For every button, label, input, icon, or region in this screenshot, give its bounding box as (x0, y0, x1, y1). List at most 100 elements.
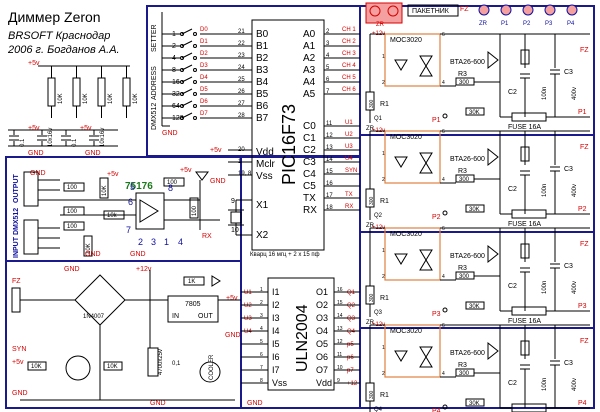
channel-2-pin1: 1 (382, 151, 385, 157)
dmx-pin-3: 2 (138, 237, 143, 247)
regulator-out: OUT (198, 313, 214, 320)
setter-resistor-3: 10K (133, 93, 139, 104)
mcu-d-label-6: D6 (200, 99, 208, 105)
regulator-in: IN (172, 313, 179, 320)
mcu-vdd-label: +5v (210, 147, 222, 154)
channel-3-r3: R3 (458, 265, 467, 272)
uln-in-pin-1: I2 (272, 300, 280, 310)
channel-3-fuse: FUSE 16A (508, 318, 541, 325)
mcu-u-label-6: TX (345, 192, 353, 198)
author-line-2: 2006 г. Богданов А.А. (7, 44, 120, 56)
mcu-right-pinnum-11: 16 (326, 181, 333, 187)
mcu-right-pin-3: A3 (303, 65, 316, 76)
channel-3-q: Q3 (374, 310, 383, 316)
channel-4-opto: MOC3020 (390, 328, 422, 335)
mcu-pin-10: 10 (231, 227, 239, 234)
mcu-left-pin-3: B3 (256, 65, 269, 76)
uln-out-num-2: 14 (337, 313, 343, 319)
power-12v: +12v (136, 266, 152, 273)
mcu-ch-label-4: CH 5 (342, 75, 356, 81)
channel-3-pin6: 6 (442, 226, 445, 232)
channel-1-triac: BTA26-600 (450, 59, 485, 66)
mcu-left-pin-2: B2 (256, 53, 269, 64)
syn-transistor (65, 355, 91, 381)
setter-resistor-2: 10K (108, 93, 114, 104)
dmx-interface: OUTPUT INPUT DMX512 75176 10010010k10010… (13, 167, 220, 258)
channel-4-q: Q4 (374, 407, 383, 412)
setter-label: SETTER (151, 24, 158, 52)
uln-u-label-1: U2 (244, 303, 252, 309)
dmx-output-label: OUTPUT (13, 174, 20, 204)
uln-out-num-3: 13 (337, 326, 343, 332)
mcu-u-label-0: U1 (345, 120, 353, 126)
mcu-left-pinnum-5: 26 (238, 89, 245, 95)
uln-in-num-7: 8 (260, 378, 263, 384)
channel-3-zr: ZR (366, 320, 375, 326)
channel-2-c2: C2 (508, 186, 517, 193)
power-5v-left: +5v (12, 359, 24, 366)
channel-3-c2: C2 (508, 283, 517, 290)
mcu-d-label-3: D3 (200, 63, 208, 69)
mcu-right-pin-11: C5 (303, 181, 316, 192)
channel-2-cap400v: 400v (572, 184, 578, 197)
uln-q-label-2: Q3 (347, 316, 356, 322)
channel-1-zr: ZR (366, 126, 375, 132)
channel-1-r3: R3 (458, 71, 467, 78)
channel-2-r3: R3 (458, 168, 467, 175)
mcu-u-label-7: RX (345, 204, 353, 210)
mcu-right-pin-13: RX (303, 205, 317, 216)
uln-out-pin-0: O1 (316, 287, 328, 297)
mcu-right-pin-12: TX (303, 193, 316, 204)
mcu-d-label-5: D5 (200, 87, 208, 93)
channel-4-fz: FZ (580, 338, 589, 345)
cap-big: 4700x25v (158, 349, 164, 375)
uln-out-pin-4: O5 (316, 339, 328, 349)
address-label: ADDRESS (151, 66, 158, 100)
channel-4-r1: R1 (380, 392, 389, 399)
mcu-right-pinnum-9: 14 (326, 157, 333, 163)
uln-in-num-2: 3 (260, 313, 263, 319)
dmx-pin-7: 5 (130, 182, 135, 192)
mcu-d-label-7: D7 (200, 111, 208, 117)
uln-q-label-1: Q2 (347, 303, 356, 309)
channel-4-r300: 300 (369, 390, 375, 399)
channel-2-pin4: 4 (442, 177, 445, 183)
channel-3-triac: BTA26-600 (450, 253, 485, 260)
mcu-left-pinnum-2: 23 (238, 53, 245, 59)
uln-out-pin-1: O2 (316, 300, 328, 310)
channel-1-c2: C2 (508, 89, 517, 96)
mcu-left-pin-11: X1 (256, 200, 269, 211)
mcu-left-pin-10: Vss (256, 171, 273, 182)
channel-2-triac: BTA26-600 (450, 156, 485, 163)
uln-in-num-0: 1 (260, 287, 263, 293)
mcu-right-pinnum-1: 3 (326, 41, 330, 47)
channel-4-pin4: 4 (442, 371, 445, 377)
mcu-right-pinnum-6: 11 (326, 121, 333, 127)
mcu-d-label-0: D0 (200, 27, 208, 33)
channel-4-pin2: 2 (382, 371, 385, 377)
power-5v: +5v (226, 295, 238, 302)
uln-out-pin-6: O7 (316, 365, 328, 375)
cooler-fan-icon (199, 361, 221, 383)
mcu-u-label-1: U2 (345, 132, 353, 138)
uln-out-pin-7: Vdd (316, 378, 332, 388)
channel-1-pin1: 1 (382, 54, 385, 60)
mcu-d-label-2: D2 (200, 51, 208, 57)
mcu-left-pin-6: B6 (256, 101, 269, 112)
uln-u-label-3: U4 (244, 329, 252, 335)
mcu-right-pinnum-4: 6 (326, 77, 330, 83)
channel-3-cap400v: 400v (572, 281, 578, 294)
channel-3-pin4: 4 (442, 274, 445, 280)
dmx-chip-name: 75176 (125, 181, 153, 192)
connector-terminal-0: ZR (479, 21, 488, 27)
dmx-pin-0: 8 (168, 183, 173, 193)
channel-2-r3-value: 300 (459, 177, 470, 183)
mcu-ch-label-2: CH 3 (342, 51, 356, 57)
uln-in-num-6: 7 (260, 365, 263, 371)
